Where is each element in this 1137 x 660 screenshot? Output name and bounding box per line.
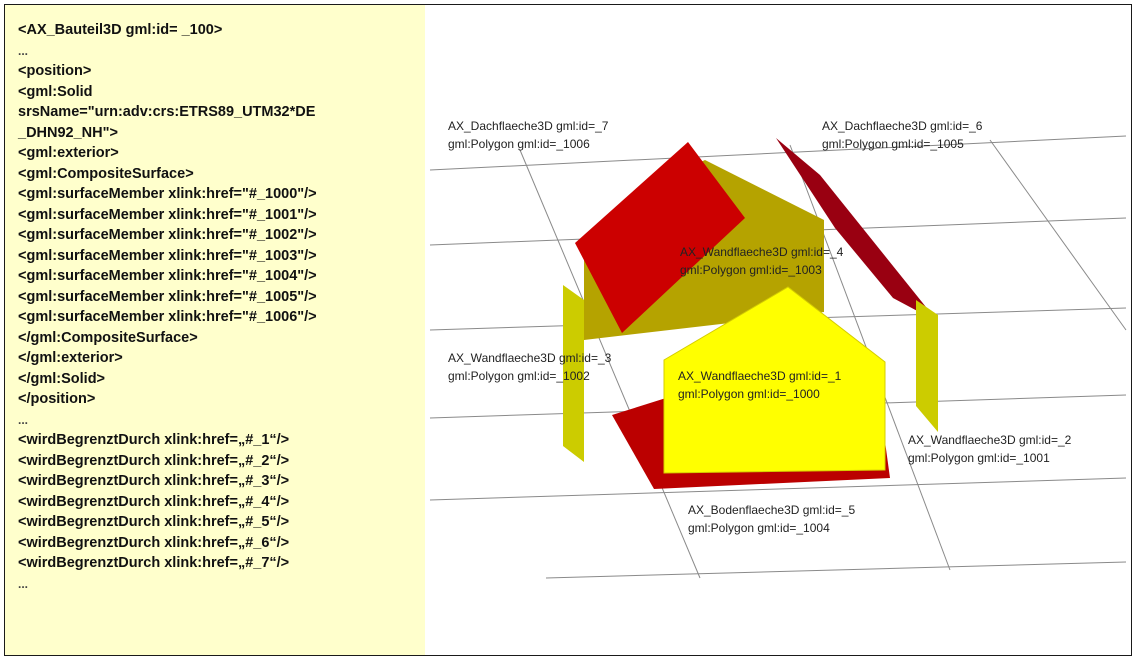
code-line: <gml:surfaceMember xlink:href="#_1006"/> [18, 309, 317, 325]
code-line: </gml:Solid> [18, 370, 106, 387]
code-line: <gml:CompositeSurface> [18, 165, 194, 182]
code-line: srsName="urn:adv:crs:ETRS89_UTM32*DE [18, 104, 316, 120]
grid-line [519, 149, 701, 579]
label-wandflaeche-4: AX_Wandflaeche3D gml:id=_4 gml:Polygon g… [680, 245, 844, 277]
label-polygon: gml:Polygon gml:id=_1001 [908, 451, 1050, 465]
label-title: AX_Wandflaeche3D gml:id=_4 [680, 245, 844, 259]
code-line: <gml:surfaceMember xlink:href="#_1003"/> [18, 247, 317, 264]
code-line: <gml:surfaceMember xlink:href="#_1001"/> [18, 206, 317, 223]
label-polygon: gml:Polygon gml:id=_1005 [822, 137, 964, 151]
front-wall [663, 286, 886, 474]
code-ellipsis: ... [18, 412, 29, 427]
roof-right [776, 138, 938, 322]
code-line: <wirdBegrenztDurch xlink:href=„#_5“/> [18, 514, 290, 530]
code-line: </gml:exterior> [18, 350, 123, 366]
code-line: <wirdBegrenztDurch xlink:href=„#_2“/> [18, 452, 290, 469]
code-line: <position> [18, 63, 92, 79]
gml-code-listing: <AX_Bauteil3D gml:id= _100> ... <positio… [18, 20, 317, 594]
code-line: _DHN92_NH"> [18, 124, 118, 141]
label-polygon: gml:Polygon gml:id=_1003 [680, 263, 822, 277]
grid-line [429, 135, 1127, 171]
label-polygon: gml:Polygon gml:id=_1002 [448, 369, 590, 383]
label-wandflaeche-3: AX_Wandflaeche3D gml:id=_3 gml:Polygon g… [448, 351, 612, 383]
grid-line [545, 561, 1127, 579]
label-polygon: gml:Polygon gml:id=_1006 [448, 137, 590, 151]
code-line: <gml:exterior> [18, 145, 119, 161]
code-line: <gml:surfaceMember xlink:href="#_1004"/> [18, 268, 317, 284]
roof-left [575, 142, 745, 333]
label-title: AX_Dachflaeche3D gml:id=_7 [448, 119, 609, 133]
grid-line [429, 477, 1127, 501]
code-line: <wirdBegrenztDurch xlink:href=„#_4“/> [18, 493, 290, 510]
code-line: </gml:CompositeSurface> [18, 329, 198, 346]
gml-code-panel: <AX_Bauteil3D gml:id= _100> ... <positio… [5, 5, 425, 655]
label-wandflaeche-2: AX_Wandflaeche3D gml:id=_2 gml:Polygon g… [908, 433, 1072, 465]
code-line: <gml:Solid [18, 83, 93, 100]
label-bodenflaeche-5: AX_Bodenflaeche3D gml:id=_5 gml:Polygon … [688, 503, 855, 535]
code-line: <gml:surfaceMember xlink:href="#_1005"/> [18, 288, 317, 305]
code-ellipsis: ... [18, 576, 29, 591]
label-title: AX_Wandflaeche3D gml:id=_3 [448, 351, 612, 365]
grid-line [989, 139, 1127, 331]
code-line: <wirdBegrenztDurch xlink:href=„#_3“/> [18, 473, 290, 489]
wall-left [563, 285, 584, 462]
label-dachflaeche-7: AX_Dachflaeche3D gml:id=_7 gml:Polygon g… [448, 119, 609, 151]
wall-right [916, 300, 938, 432]
code-line: <AX_Bauteil3D gml:id= _100> [18, 22, 223, 38]
label-title: AX_Wandflaeche3D gml:id=_1 [678, 369, 842, 383]
label-title: AX_Wandflaeche3D gml:id=_2 [908, 433, 1072, 447]
label-title: AX_Dachflaeche3D gml:id=_6 [822, 119, 983, 133]
label-dachflaeche-6: AX_Dachflaeche3D gml:id=_6 gml:Polygon g… [822, 119, 983, 151]
code-line: <wirdBegrenztDurch xlink:href=„#_6“/> [18, 534, 290, 551]
code-line: </position> [18, 391, 96, 407]
label-polygon: gml:Polygon gml:id=_1004 [688, 521, 830, 535]
code-line: <gml:surfaceMember xlink:href="#_1002"/> [18, 227, 317, 243]
code-line: <wirdBegrenztDurch xlink:href=„#_7“/> [18, 555, 290, 571]
code-line: <gml:surfaceMember xlink:href="#_1000"/> [18, 186, 317, 202]
label-title: AX_Bodenflaeche3D gml:id=_5 [688, 503, 855, 517]
label-wandflaeche-1: AX_Wandflaeche3D gml:id=_1 gml:Polygon g… [678, 369, 842, 401]
code-line: <wirdBegrenztDurch xlink:href=„#_1“/> [18, 432, 290, 448]
label-polygon: gml:Polygon gml:id=_1000 [678, 387, 820, 401]
code-ellipsis: ... [18, 43, 29, 58]
